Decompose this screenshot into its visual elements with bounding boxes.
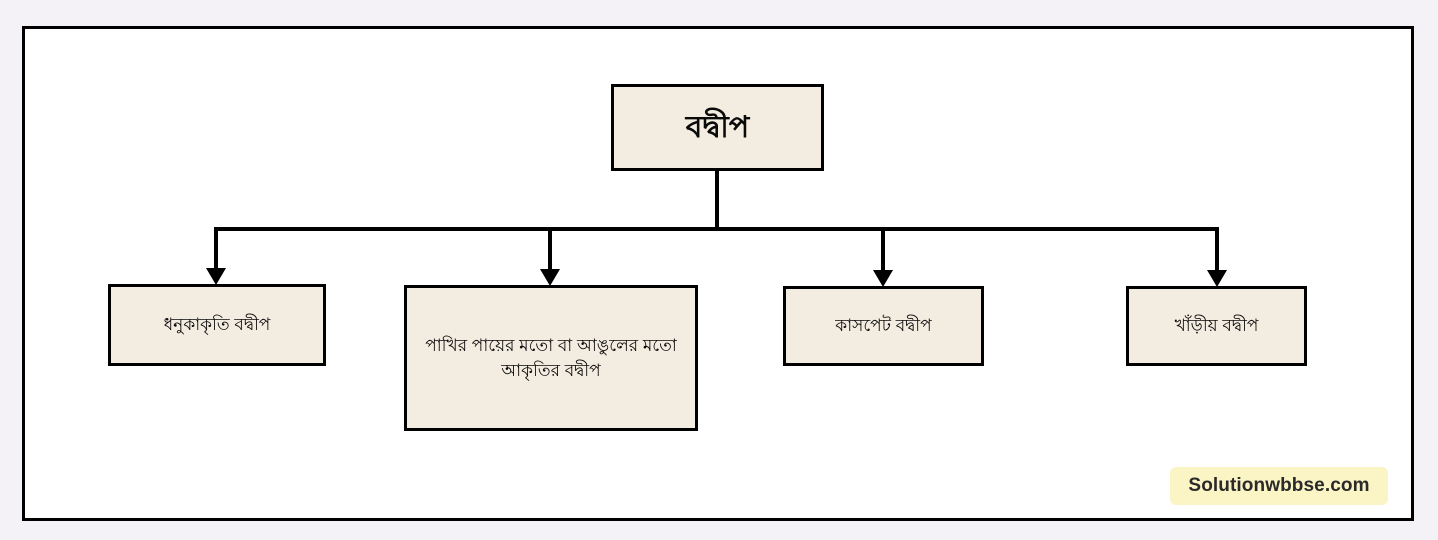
watermark-text: Solutionwbbse.com <box>1188 475 1370 496</box>
node-child-cuspate-delta: কাসপেট বদ্বীপ <box>783 286 984 366</box>
node-child-label: পাখির পায়ের মতো বা আঙুলের মতো আকৃতির বদ… <box>425 335 677 381</box>
node-child-birds-foot-delta: পাখির পায়ের মতো বা আঙুলের মতো আকৃতির বদ… <box>404 285 698 431</box>
node-root-label: বদ্বীপ <box>685 110 750 144</box>
node-root: বদ্বীপ <box>611 84 824 171</box>
node-child-arcuate-delta: ধনুকাকৃতি বদ্বীপ <box>108 284 326 366</box>
node-child-estuarine-delta: খাঁড়ীয় বদ্বীপ <box>1126 286 1307 366</box>
watermark-badge: Solutionwbbse.com <box>1170 467 1388 505</box>
node-child-label: ধনুকাকৃতি বদ্বীপ <box>163 315 271 335</box>
node-child-label: খাঁড়ীয় বদ্বীপ <box>1174 316 1259 336</box>
node-child-label: কাসপেট বদ্বীপ <box>835 316 932 336</box>
